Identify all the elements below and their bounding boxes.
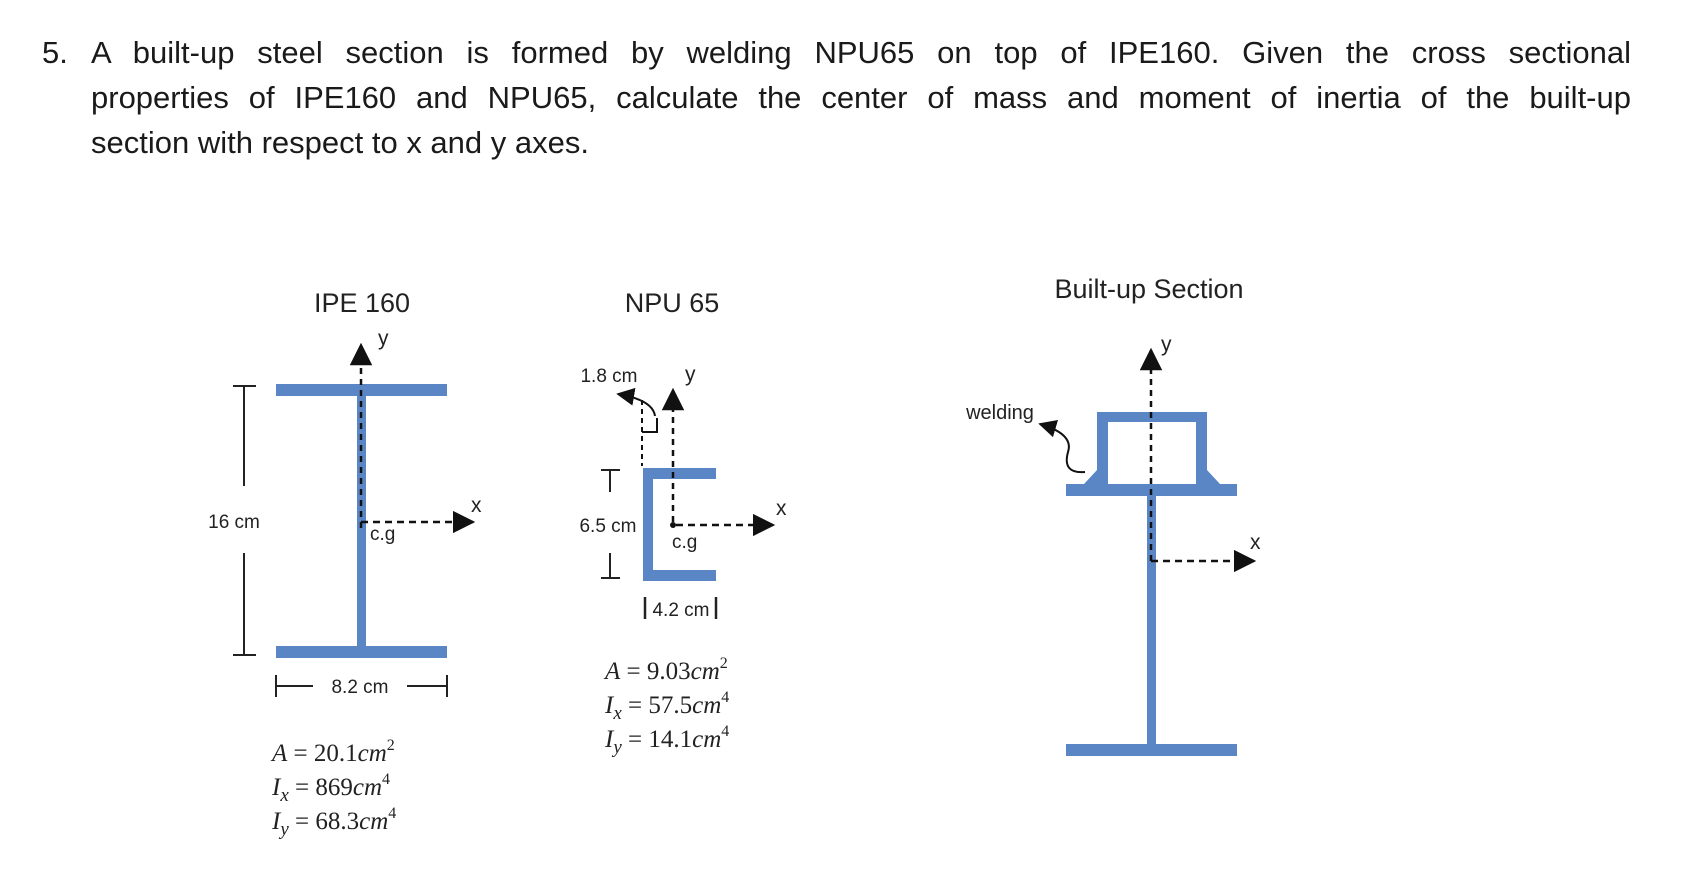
npu65-offset-bracket — [642, 418, 658, 433]
builtup-x-label: x — [1250, 531, 1261, 554]
problem-line: properties of IPE160 and NPU65, calculat… — [91, 80, 1631, 115]
ipe160-iy: Iy = 68.3cm4 — [271, 805, 396, 840]
builtup-weld-left — [1084, 470, 1097, 484]
npu65-y-label: y — [685, 363, 696, 386]
ipe160-y-label: y — [378, 327, 389, 350]
ipe160-x-label: x — [471, 494, 482, 517]
npu65-x-label: x — [776, 497, 787, 520]
npu65-diagram: NPU 65 y x c.g 1.8 cm 6.5 cm 4.2 cm A = … — [579, 288, 787, 758]
ipe160-title: IPE 160 — [314, 288, 410, 318]
ipe160-cg-label: c.g — [370, 524, 395, 545]
builtup-channel-left — [1097, 412, 1108, 484]
problem-line: section with respect to x and y axes. — [91, 125, 589, 160]
npu65-offset-label: 1.8 cm — [580, 366, 637, 387]
problem-line: A built-up steel section is formed by we… — [91, 35, 1631, 70]
npu65-bottom-flange — [643, 570, 716, 581]
npu65-height-label: 6.5 cm — [579, 516, 636, 537]
ipe160-height-label: 16 cm — [208, 512, 260, 533]
ipe160-width-label: 8.2 cm — [331, 677, 388, 698]
builtup-channel-right — [1196, 412, 1207, 484]
builtup-ipe-web — [1147, 496, 1156, 746]
npu65-cg-label: c.g — [672, 532, 697, 553]
npu65-cg-point — [670, 522, 676, 528]
npu65-width-label: 4.2 cm — [652, 600, 709, 621]
npu65-top-flange — [643, 468, 716, 479]
problem-text: A built-up steel section is formed by we… — [91, 30, 1631, 165]
ipe160-ix: Ix = 869cm4 — [271, 771, 390, 806]
npu65-area: A = 9.03cm2 — [603, 655, 728, 685]
npu65-offset-arrow — [616, 387, 656, 417]
ipe160-diagram: IPE 160 y x c.g 16 cm 8.2 cm A = 20.1cm2… — [208, 288, 482, 840]
builtup-y-label: y — [1161, 333, 1172, 356]
builtup-welding-arrow — [1038, 419, 1086, 474]
npu65-iy: Iy = 14.1cm4 — [604, 723, 729, 758]
npu65-title: NPU 65 — [625, 288, 720, 318]
builtup-ipe-bottom-flange — [1066, 744, 1237, 756]
builtup-weld-right — [1207, 470, 1220, 484]
npu65-web — [643, 479, 653, 570]
builtup-welding-label: welding — [965, 402, 1034, 424]
ipe160-bottom-flange — [276, 646, 447, 658]
problem-number: 5. — [42, 35, 68, 70]
ipe160-area: A = 20.1cm2 — [270, 737, 395, 767]
builtup-title: Built-up Section — [1054, 274, 1243, 304]
npu65-ix: Ix = 57.5cm4 — [604, 689, 729, 724]
builtup-diagram: Built-up Section y x welding — [965, 274, 1261, 756]
